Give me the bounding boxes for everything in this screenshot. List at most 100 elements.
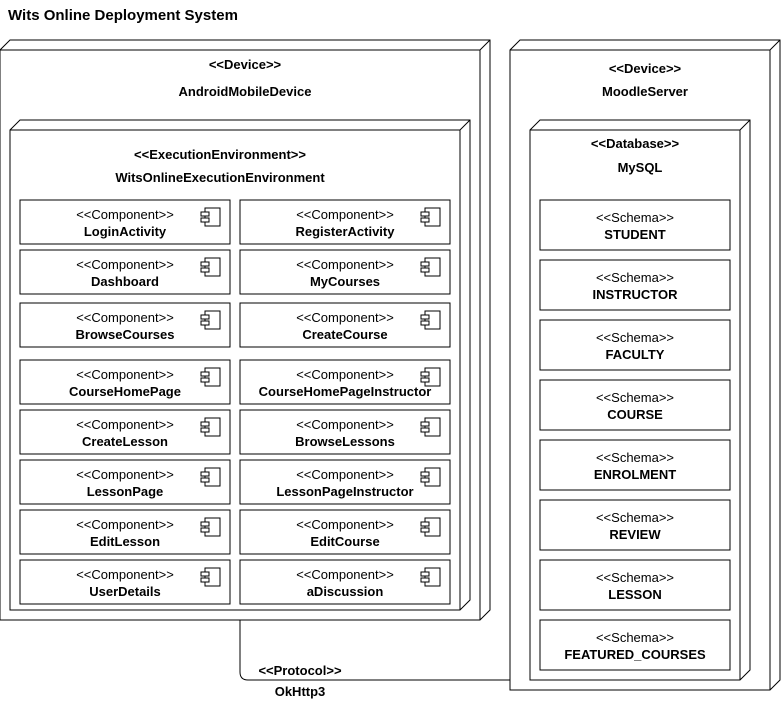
component-icon	[200, 567, 221, 587]
execution-environment-name: WitsOnlineExecutionEnvironment	[115, 170, 325, 185]
schema-stereotype: <<Schema>>	[596, 630, 674, 645]
diagram-title: Wits Online Deployment System	[8, 7, 238, 24]
component-name: UserDetails	[89, 584, 161, 599]
schema-student[interactable]: <<Schema>> STUDENT	[539, 199, 731, 251]
connection-name: OkHttp3	[275, 684, 326, 699]
component-browse-courses[interactable]: <<Component>> BrowseCourses	[19, 302, 231, 348]
schema-featured-courses[interactable]: <<Schema>> FEATURED_COURSES	[539, 619, 731, 671]
schema-name: STUDENT	[604, 227, 665, 242]
schema-name: REVIEW	[609, 527, 661, 542]
component-stereotype: <<Component>>	[76, 417, 174, 432]
component-stereotype: <<Component>>	[296, 567, 394, 582]
schema-list: <<Schema>>STUDENT<<Schema>>INSTRUCTOR<<S…	[539, 199, 731, 671]
schema-name: FEATURED_COURSES	[564, 647, 706, 662]
component-name: CreateCourse	[302, 327, 387, 342]
component-icon	[420, 517, 441, 537]
component-icon	[200, 257, 221, 277]
database-name: MySQL	[618, 160, 663, 175]
component-register-activity[interactable]: <<Component>> RegisterActivity	[239, 199, 451, 245]
schema-review[interactable]: <<Schema>> REVIEW	[539, 499, 731, 551]
schema-instructor[interactable]: <<Schema>> INSTRUCTOR	[539, 259, 731, 311]
component-stereotype: <<Component>>	[296, 417, 394, 432]
schema-name: COURSE	[607, 407, 663, 422]
schema-name: ENROLMENT	[594, 467, 676, 482]
schema-faculty[interactable]: <<Schema>> FACULTY	[539, 319, 731, 371]
component-stereotype: <<Component>>	[76, 310, 174, 325]
moodle-server-stereotype: <<Device>>	[609, 61, 682, 76]
schema-stereotype: <<Schema>>	[596, 210, 674, 225]
component-stereotype: <<Component>>	[296, 367, 394, 382]
component-create-lesson[interactable]: <<Component>> CreateLesson	[19, 409, 231, 455]
schema-stereotype: <<Schema>>	[596, 450, 674, 465]
component-name: MyCourses	[310, 274, 380, 289]
component-lesson-page-instructor[interactable]: <<Component>> LessonPageInstructor	[239, 459, 451, 505]
schema-lesson[interactable]: <<Schema>> LESSON	[539, 559, 731, 611]
component-name: BrowseLessons	[295, 434, 395, 449]
protocol-connection[interactable]: <<Protocol>> OkHttp3	[239, 620, 510, 699]
component-course-home-page-instructor[interactable]: <<Component>> CourseHomePageInstructor	[239, 359, 451, 405]
android-device-stereotype: <<Device>>	[209, 57, 282, 72]
component-name: aDiscussion	[307, 584, 384, 599]
component-name: LessonPageInstructor	[276, 484, 413, 499]
component-course-home-page[interactable]: <<Component>> CourseHomePage	[19, 359, 231, 405]
schema-stereotype: <<Schema>>	[596, 510, 674, 525]
schema-name: LESSON	[608, 587, 661, 602]
component-edit-lesson[interactable]: <<Component>>EditLesson	[19, 509, 231, 555]
component-lesson-page[interactable]: <<Component>> LessonPage	[19, 459, 231, 505]
component-stereotype: <<Component>>	[296, 517, 394, 532]
component-name: CourseHomePageInstructor	[259, 384, 432, 399]
component-icon	[420, 417, 441, 437]
component-stereotype: <<Component>>	[76, 467, 174, 482]
component-stereotype: <<Component>>	[76, 257, 174, 272]
schema-enrolment[interactable]: <<Schema>> ENROLMENT	[539, 439, 731, 491]
schema-stereotype: <<Schema>>	[596, 270, 674, 285]
component-icon	[200, 367, 221, 387]
component-user-details[interactable]: <<Component>> UserDetails	[19, 559, 231, 605]
component-name: CreateLesson	[82, 434, 168, 449]
component-name: LessonPage	[87, 484, 164, 499]
component-browse-lessons[interactable]: <<Component>> BrowseLessons	[239, 409, 451, 455]
component-icon	[420, 207, 441, 227]
component-stereotype: <<Component>>	[296, 207, 394, 222]
execution-environment-stereotype: <<ExecutionEnvironment>>	[134, 147, 306, 162]
schema-stereotype: <<Schema>>	[596, 330, 674, 345]
component-stereotype: <<Component>>	[296, 467, 394, 482]
component-name: LoginActivity	[84, 224, 167, 239]
component-create-course[interactable]: <<Component>> CreateCourse	[239, 302, 451, 348]
component-a-discussion[interactable]: <<Component>> aDiscussion	[239, 559, 451, 605]
component-icon	[200, 467, 221, 487]
component-name: BrowseCourses	[76, 327, 175, 342]
component-login-activity[interactable]: <<Component>> LoginActivity	[19, 199, 231, 245]
connection-stereotype: <<Protocol>>	[258, 663, 341, 678]
moodle-server-name: MoodleServer	[602, 84, 688, 99]
android-device-name: AndroidMobileDevice	[179, 84, 312, 99]
schema-stereotype: <<Schema>>	[596, 570, 674, 585]
component-stereotype: <<Component>>	[296, 310, 394, 325]
component-icon	[200, 417, 221, 437]
component-icon	[420, 567, 441, 587]
component-icon	[420, 367, 441, 387]
component-icon	[420, 467, 441, 487]
component-edit-course[interactable]: <<Component>>EditCourse	[239, 509, 451, 555]
schema-name: FACULTY	[606, 347, 665, 362]
schema-name: INSTRUCTOR	[593, 287, 679, 302]
component-list: <<Component>> LoginActivity <<Component>> R…	[19, 199, 451, 605]
database-stereotype: <<Database>>	[591, 136, 680, 151]
schema-stereotype: <<Schema>>	[596, 390, 674, 405]
component-icon	[420, 257, 441, 277]
component-icon	[420, 310, 441, 330]
component-stereotype: <<Component>>	[76, 517, 174, 532]
component-icon	[200, 310, 221, 330]
component-stereotype: <<Component>>	[76, 207, 174, 222]
component-stereotype: <<Component>>	[76, 367, 174, 382]
component-name: CourseHomePage	[69, 384, 181, 399]
component-stereotype: <<Component>>	[296, 257, 394, 272]
component-my-courses[interactable]: <<Component>> MyCourses	[239, 249, 451, 295]
schema-course[interactable]: <<Schema>> COURSE	[539, 379, 731, 431]
component-dashboard[interactable]: <<Component>> Dashboard	[19, 249, 231, 295]
component-name: RegisterActivity	[296, 224, 396, 239]
component-stereotype: <<Component>>	[76, 567, 174, 582]
component-icon	[200, 517, 221, 537]
component-name: Dashboard	[91, 274, 159, 289]
